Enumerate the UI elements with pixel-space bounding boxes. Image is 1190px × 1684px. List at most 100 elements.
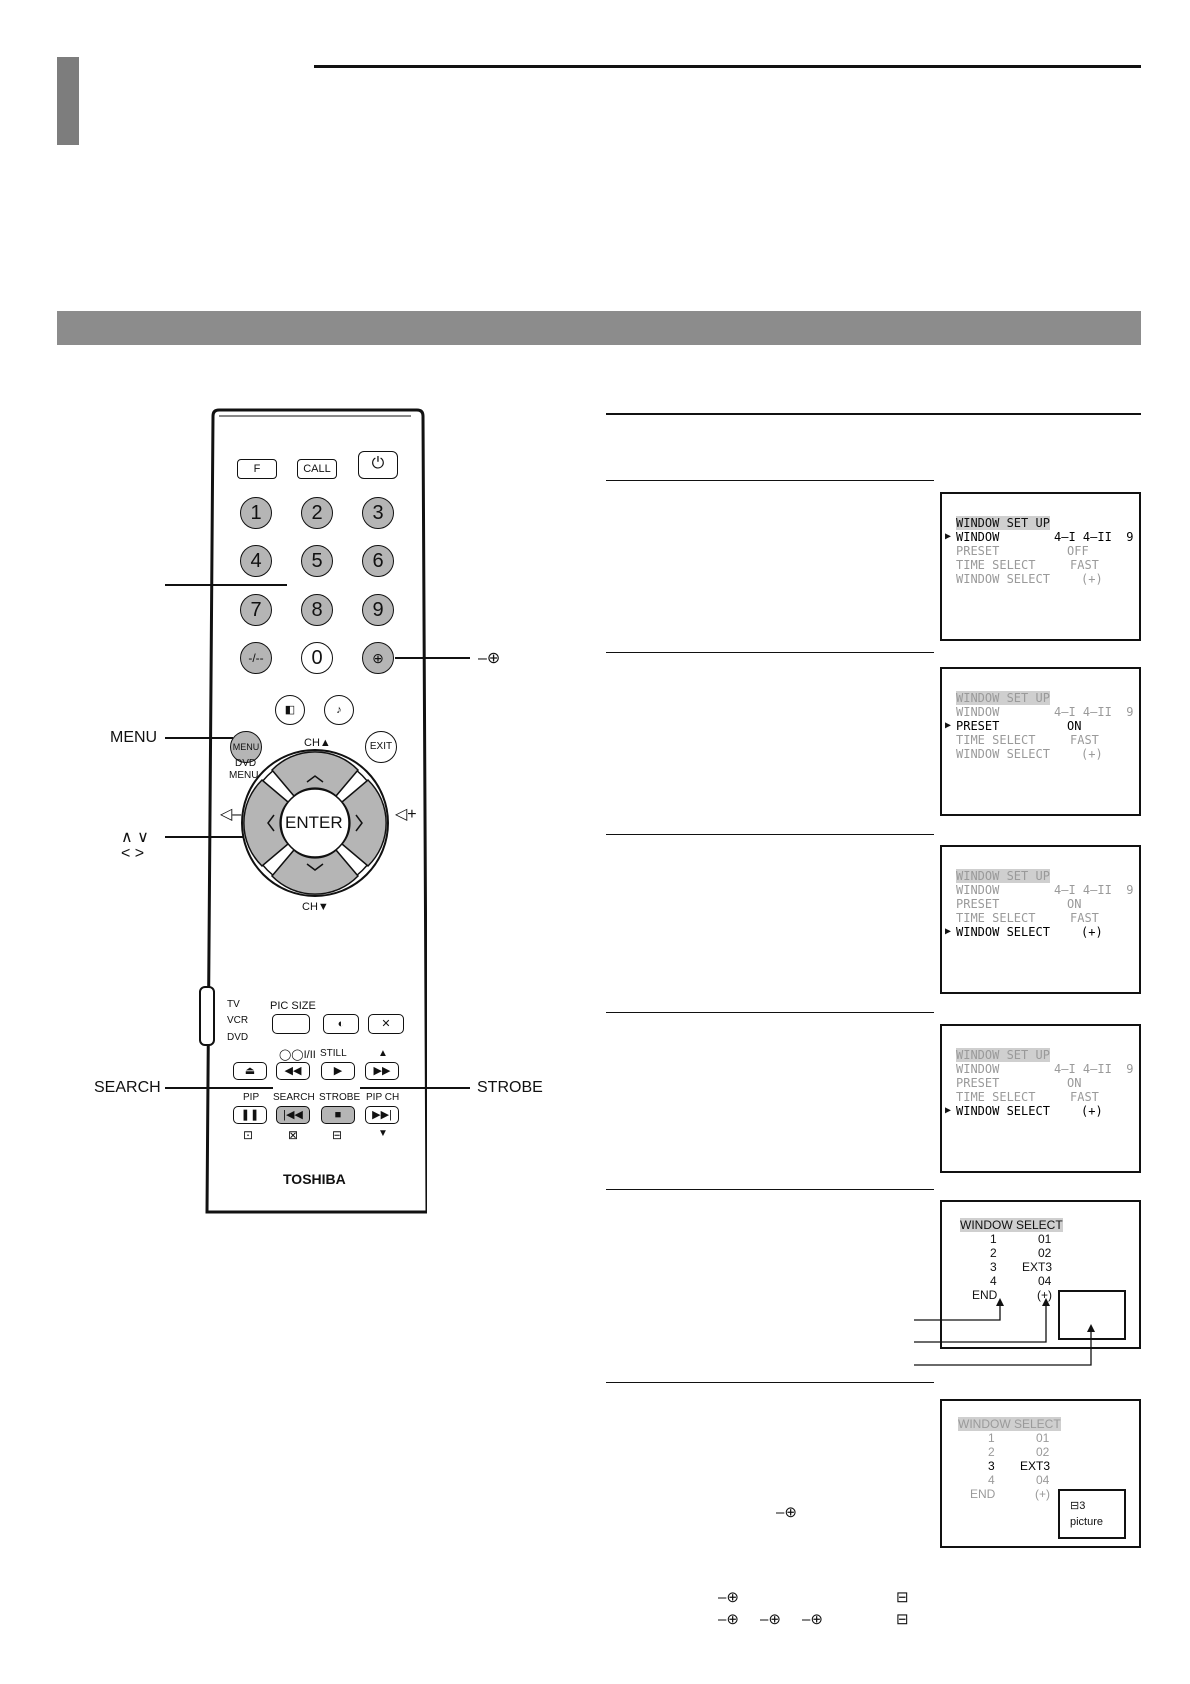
number-button-6[interactable]: 6: [362, 545, 394, 577]
osd-row-time: TIME SELECT: [956, 1090, 1036, 1104]
power-icon: ⏻: [371, 455, 385, 472]
number-button-9[interactable]: 9: [362, 594, 394, 626]
osd-value-time: FAST: [1070, 558, 1099, 572]
arrows-callout-2: < >: [121, 845, 145, 862]
dpad: [241, 749, 389, 897]
pause-icon: ❚❚: [240, 1109, 260, 1121]
osd-row-window-select: WINDOW SELECT: [956, 747, 1050, 761]
mode-vcr-label: VCR: [227, 1015, 249, 1026]
input-icon-row2-a: –⊕: [718, 1611, 739, 1628]
osd-row-1-num: 1: [988, 1431, 995, 1445]
number-button-2[interactable]: 2: [301, 497, 333, 529]
osd-row-4-num: 4: [988, 1473, 995, 1487]
osd-row-window: WINDOW: [956, 1062, 1000, 1076]
callout-line-strobe: [360, 1087, 470, 1089]
osd-row-end-num: END: [970, 1487, 996, 1501]
sound-mode-button[interactable]: ♪: [324, 695, 354, 725]
step-rule-1: [606, 480, 934, 481]
input-button[interactable]: ⊕: [362, 642, 394, 674]
osd-value-window-select: (+): [1081, 1104, 1103, 1118]
audio-lang-label: ◯◯I/II: [279, 1049, 316, 1061]
pic-size-button[interactable]: [272, 1014, 310, 1034]
osd-row-1-val: 01: [1038, 1232, 1052, 1246]
fast-forward-icon: ▶▶: [373, 1065, 391, 1077]
number-button-3[interactable]: 3: [362, 497, 394, 529]
osd-title: WINDOW SET UP: [956, 869, 1050, 883]
volume-down-icon: ◁–: [220, 806, 242, 823]
search-label: SEARCH: [273, 1092, 315, 1103]
pip-icon: ⊡: [243, 1128, 254, 1142]
input-icon-row2-c: –⊕: [802, 1611, 823, 1628]
eject-button[interactable]: ⏏: [233, 1062, 267, 1080]
output-icon-row1: ⊟: [896, 1589, 909, 1606]
number-button-7[interactable]: 7: [240, 594, 272, 626]
input-icon-row1: –⊕: [718, 1589, 739, 1606]
number-button-5[interactable]: 5: [301, 545, 333, 577]
mute-button[interactable]: ✕: [368, 1014, 404, 1034]
f-button[interactable]: F: [237, 459, 277, 479]
pip-ch-button[interactable]: ▶▶|: [365, 1106, 399, 1124]
osd-row-4-val: 04: [1038, 1274, 1052, 1288]
osd-value-window-select: (+): [1081, 572, 1103, 586]
number-button-0[interactable]: 0: [301, 642, 333, 674]
section-bar: [57, 311, 1141, 345]
surround-button[interactable]: ◐: [323, 1014, 359, 1034]
osd-row-window: WINDOW: [956, 705, 1000, 719]
osd-row-4-num: 4: [990, 1274, 997, 1288]
number-button-1[interactable]: 1: [240, 497, 272, 529]
stop-icon: ■: [334, 1109, 342, 1121]
input-inline-icon: –⊕: [776, 1504, 797, 1521]
osd-value-preset: OFF: [1067, 544, 1089, 558]
search-button[interactable]: |◀◀: [276, 1106, 310, 1124]
rewind-button[interactable]: ◀◀: [276, 1062, 310, 1080]
play-button[interactable]: ▶: [321, 1062, 355, 1080]
osd-value-preset: ON: [1067, 719, 1082, 733]
search-callout: SEARCH: [94, 1079, 161, 1096]
sound-mode-icon: ♪: [336, 704, 342, 716]
skip-forward-icon: ▶▶|: [372, 1109, 392, 1121]
brand-logo: TOSHIBA: [283, 1171, 346, 1187]
picture-mode-button[interactable]: ◧: [275, 695, 305, 725]
pip-window-preview: [1058, 1290, 1126, 1340]
callout-line-arrows: [165, 836, 243, 838]
osd-row-3-val: EXT3: [1020, 1459, 1051, 1473]
pip-ch-label: PIP CH: [366, 1092, 400, 1103]
pip-source-label: ⊟3: [1070, 1500, 1086, 1512]
fast-forward-button[interactable]: ▶▶: [365, 1062, 399, 1080]
mode-tv-label: TV: [227, 999, 240, 1010]
header-rule: [314, 65, 1141, 68]
osd-screen-3: WINDOW SET UP WINDOW 4–I 4–II 9 PRESET O…: [940, 845, 1141, 994]
osd-row-preset: PRESET: [956, 544, 1000, 558]
osd-title: WINDOW SET UP: [956, 516, 1050, 530]
pause-button[interactable]: ❚❚: [233, 1106, 267, 1124]
volume-up-icon: ◁+: [395, 806, 417, 823]
menu-button[interactable]: MENU: [230, 731, 262, 763]
osd-row-3-num: 3: [990, 1260, 997, 1274]
still-label: STILL: [320, 1048, 347, 1059]
osd-row-window-select: WINDOW SELECT: [956, 572, 1050, 586]
osd-row-window: WINDOW: [956, 883, 1000, 897]
mode-switch[interactable]: [199, 986, 215, 1046]
arrows-callout-1: ∧ ∨: [121, 829, 149, 846]
call-button[interactable]: CALL: [297, 459, 337, 479]
osd-row-time: TIME SELECT: [956, 733, 1036, 747]
osd-value-time: FAST: [1070, 911, 1099, 925]
dash-button[interactable]: -/--: [240, 642, 272, 674]
exit-button[interactable]: EXIT: [365, 731, 397, 763]
power-button[interactable]: ⏻: [358, 451, 398, 479]
osd-value-window: 4–I 4–II 9: [1054, 530, 1134, 544]
cursor-arrow: ▶: [945, 720, 952, 731]
osd-value-window-select: (+): [1081, 925, 1103, 939]
osd-row-1-val: 01: [1036, 1431, 1050, 1445]
osd-screen-2: WINDOW SET UP WINDOW 4–I 4–II 9 ▶ PRESET…: [940, 667, 1141, 816]
enter-button[interactable]: ENTER: [285, 813, 343, 832]
strobe-callout: STROBE: [477, 1079, 543, 1096]
search-mode-icon: ⊠: [288, 1128, 299, 1142]
osd-row-preset: PRESET: [956, 719, 1000, 733]
number-button-8[interactable]: 8: [301, 594, 333, 626]
osd-row-3-num: 3: [988, 1459, 995, 1473]
number-button-4[interactable]: 4: [240, 545, 272, 577]
strobe-button[interactable]: ■: [321, 1106, 355, 1124]
step-rule-6: [606, 1382, 934, 1383]
play-icon: ▶: [333, 1065, 343, 1077]
